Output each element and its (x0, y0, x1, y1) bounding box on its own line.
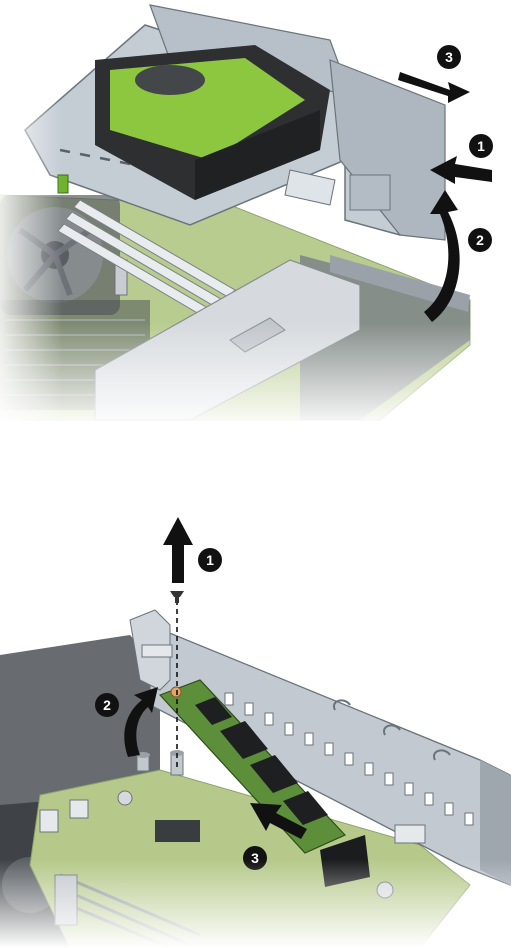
bottom-illustration: 1 2 3 (0, 505, 519, 948)
top-illustration-svg: 3 1 2 (0, 0, 519, 430)
bottom-illustration-svg: 1 2 3 (0, 505, 519, 948)
top-illustration: 3 1 2 (0, 0, 519, 430)
